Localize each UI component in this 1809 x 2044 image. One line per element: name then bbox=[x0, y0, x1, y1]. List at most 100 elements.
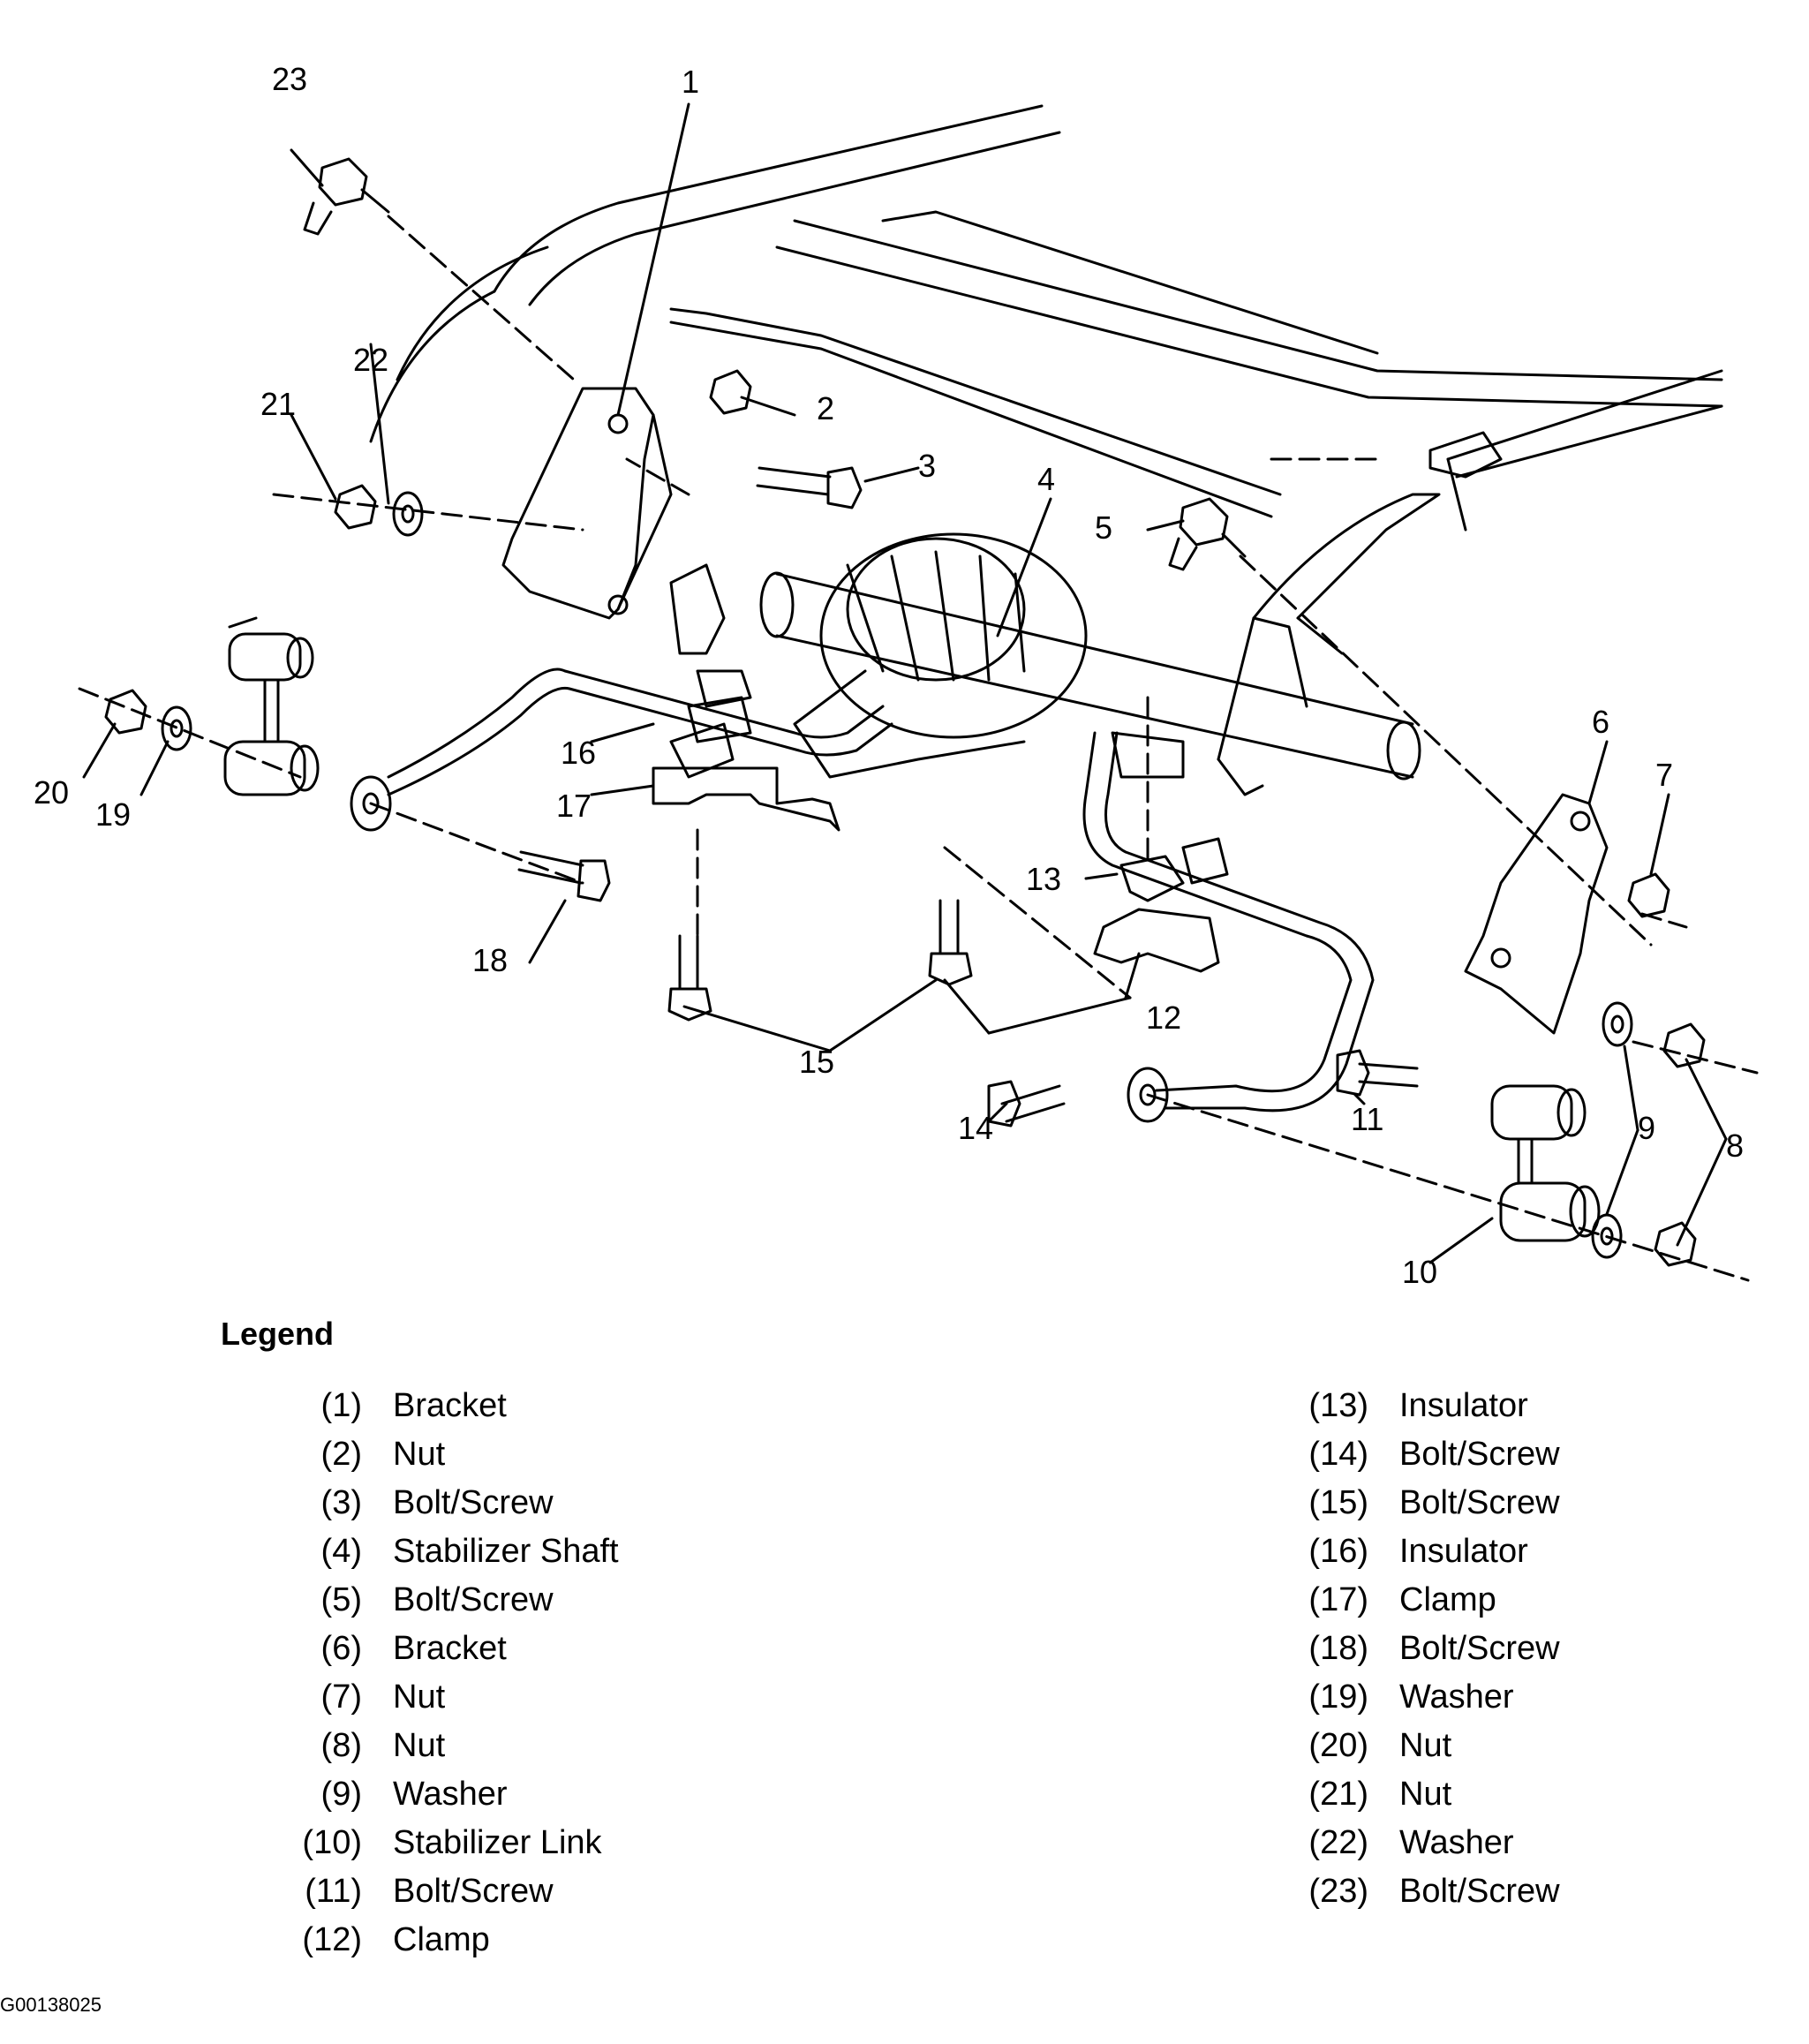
callout-13: 13 bbox=[1026, 861, 1061, 897]
callout-21: 21 bbox=[260, 386, 296, 422]
legend-item-label: Bracket bbox=[393, 1387, 507, 1424]
legend-item-label: Bolt/Screw bbox=[1399, 1436, 1560, 1473]
callout-4: 4 bbox=[1037, 461, 1055, 497]
legend-item-number: (21) bbox=[1308, 1776, 1368, 1813]
legend-item-number: (7) bbox=[320, 1678, 362, 1716]
legend-item-number: (22) bbox=[1308, 1824, 1368, 1861]
legend-item-number: (14) bbox=[1308, 1436, 1368, 1473]
legend-item: (13) Insulator bbox=[1280, 1382, 1560, 1430]
legend-item-number: (18) bbox=[1308, 1630, 1368, 1667]
legend-item-number: (6) bbox=[320, 1630, 362, 1667]
stabilizer-link-right bbox=[1490, 1084, 1601, 1242]
assembly-axes bbox=[78, 215, 1759, 1282]
legend-item-label: Stabilizer Link bbox=[393, 1824, 602, 1861]
legend-column-left: (1)Bracket (2) Nut (3) Bolt/Screw (4) Stabi… bbox=[274, 1382, 619, 1965]
legend-item-number: (4) bbox=[320, 1533, 362, 1570]
leader-lines bbox=[82, 102, 1728, 1264]
legend-item-label: Insulator bbox=[1399, 1533, 1528, 1570]
clamp-17-shape bbox=[652, 696, 840, 832]
legend-item-label: Insulator bbox=[1399, 1387, 1528, 1424]
legend-item-label: Bolt/Screw bbox=[1399, 1484, 1560, 1521]
washer-shapes bbox=[161, 491, 1633, 1259]
callout-19: 19 bbox=[95, 796, 131, 833]
legend-item-label: Nut bbox=[1399, 1776, 1452, 1813]
bolt-shapes bbox=[303, 157, 1419, 1128]
legend-item-label: Bolt/Screw bbox=[393, 1581, 554, 1618]
frame-rails bbox=[369, 104, 1723, 796]
legend-item: (23)Bolt/Screw bbox=[1280, 1867, 1560, 1916]
legend-item: (7) Nut bbox=[274, 1673, 619, 1722]
legend-item: (4) Stabilizer Shaft bbox=[274, 1527, 619, 1576]
legend-item: (17)Clamp bbox=[1280, 1576, 1560, 1625]
legend-item-label: Bolt/Screw bbox=[393, 1484, 554, 1521]
legend-item: (10) Stabilizer Link bbox=[274, 1819, 619, 1867]
callout-14: 14 bbox=[958, 1110, 993, 1146]
insulator-16-shape bbox=[669, 563, 752, 708]
stabilizer-shaft bbox=[387, 668, 1375, 1113]
legend-item: (8) Nut bbox=[274, 1722, 619, 1770]
legend-item: (9) Washer bbox=[274, 1770, 619, 1819]
legend-item-number: (10) bbox=[302, 1824, 362, 1861]
legend-item-number: (9) bbox=[320, 1776, 362, 1813]
legend-item-label: Bolt/Screw bbox=[393, 1873, 554, 1910]
bracket-6-shape bbox=[1464, 793, 1609, 1035]
callout-22: 22 bbox=[353, 342, 388, 378]
legend-item: (19) Washer bbox=[1280, 1673, 1560, 1722]
legend-item: (20)Nut bbox=[1280, 1722, 1560, 1770]
callout-8: 8 bbox=[1726, 1128, 1744, 1164]
legend-item-label: Clamp bbox=[393, 1921, 490, 1958]
legend-item-number: (13) bbox=[1308, 1387, 1368, 1424]
legend-item-number: (2) bbox=[320, 1436, 362, 1473]
clamp-12-shape bbox=[1093, 731, 1229, 973]
differential-housing bbox=[793, 532, 1088, 779]
legend-item-number: (16) bbox=[1308, 1533, 1368, 1570]
callout-23: 23 bbox=[272, 61, 307, 97]
legend-item: (6) Bracket bbox=[274, 1625, 619, 1673]
legend-item-label: Washer bbox=[1399, 1678, 1514, 1716]
legend-item-number: (11) bbox=[305, 1873, 362, 1910]
legend-item-label: Nut bbox=[393, 1678, 446, 1716]
legend-item-label: Nut bbox=[1399, 1727, 1452, 1764]
legend-item: (14) Bolt/Screw bbox=[1280, 1430, 1560, 1479]
legend-column-right: (13) Insulator (14) Bolt/Screw (15)Bolt/Sc… bbox=[1280, 1382, 1560, 1916]
callout-17: 17 bbox=[556, 788, 592, 824]
legend-item: (2) Nut bbox=[274, 1430, 619, 1479]
legend-item-label: Nut bbox=[393, 1436, 446, 1473]
legend-item-number: (12) bbox=[302, 1921, 362, 1958]
legend-item-number: (3) bbox=[320, 1484, 362, 1521]
legend-item: (3) Bolt/Screw bbox=[274, 1479, 619, 1527]
legend-item: (22) Washer bbox=[1280, 1819, 1560, 1867]
callout-15: 15 bbox=[799, 1044, 834, 1080]
legend-item-number: (19) bbox=[1308, 1678, 1368, 1716]
callout-11: 11 bbox=[1351, 1101, 1383, 1137]
callout-labels: 1 2 3 4 5 6 7 8 9 10 11 12 13 14 15 16 1… bbox=[34, 61, 1744, 1290]
legend-item-label: Stabilizer Shaft bbox=[393, 1533, 619, 1570]
legend-item: (21) Nut bbox=[1280, 1770, 1560, 1819]
legend-item: (1)Bracket bbox=[274, 1382, 619, 1430]
callout-9: 9 bbox=[1638, 1110, 1655, 1146]
legend-item-label: Nut bbox=[393, 1727, 446, 1764]
legend-item: (18)Bolt/Screw bbox=[1280, 1625, 1559, 1673]
stabilizer-assembly-diagram: 1 2 3 4 5 6 7 8 9 10 11 12 13 14 15 16 1… bbox=[34, 61, 1759, 1290]
stabilizer-link-left bbox=[223, 632, 320, 796]
callout-1: 1 bbox=[682, 64, 699, 100]
legend-item-label: Bracket bbox=[393, 1630, 507, 1667]
legend-item-label: Washer bbox=[1399, 1824, 1514, 1861]
callout-20: 20 bbox=[34, 774, 69, 811]
callout-16: 16 bbox=[561, 735, 596, 771]
callout-12: 12 bbox=[1146, 999, 1181, 1036]
legend-item-label: Bolt/Screw bbox=[1399, 1873, 1560, 1910]
insulator-13-shape bbox=[1119, 855, 1185, 902]
figure-id: G00138025 bbox=[0, 1994, 102, 2016]
callout-3: 3 bbox=[918, 448, 936, 484]
legend-item-label: Washer bbox=[393, 1776, 508, 1813]
callout-18: 18 bbox=[472, 942, 508, 978]
callout-2: 2 bbox=[817, 390, 834, 426]
rear-axle bbox=[759, 571, 1421, 781]
legend-item-number: (5) bbox=[320, 1581, 362, 1618]
nut-shapes bbox=[104, 369, 1706, 1267]
legend-item-number: (8) bbox=[320, 1727, 362, 1764]
callout-5: 5 bbox=[1095, 509, 1112, 546]
legend-item: (15)Bolt/Screw bbox=[1280, 1479, 1560, 1527]
legend-item: (12) Clamp bbox=[274, 1916, 619, 1965]
